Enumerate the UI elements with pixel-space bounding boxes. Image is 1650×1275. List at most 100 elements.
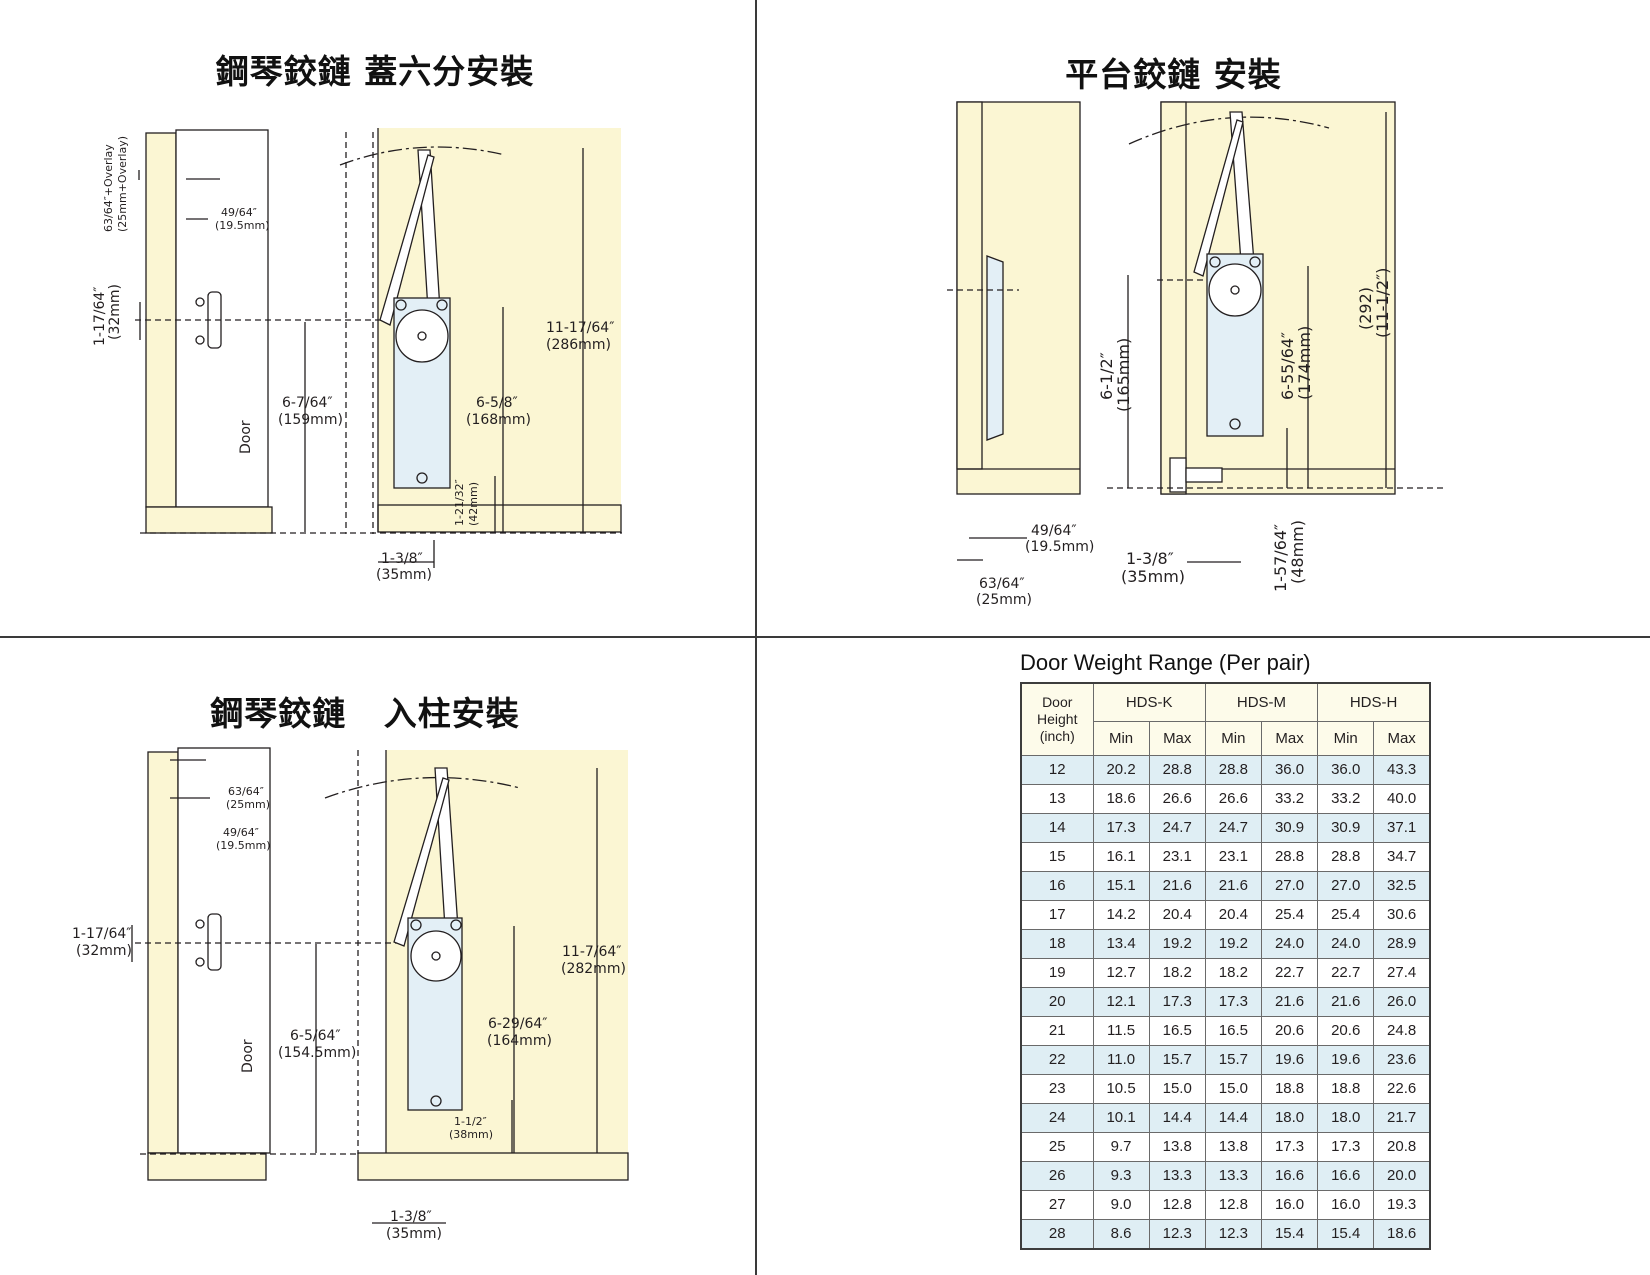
platform-offset-dim-line2: (19.5mm) <box>1025 539 1094 555</box>
platform-body-dim-line1: 6-55/64″ <box>1278 332 1297 400</box>
weight-cell: 12.1 <box>1092 986 1150 1017</box>
weight-cell: 14.4 <box>1148 1102 1206 1133</box>
weight-cell: 40.0 <box>1373 783 1431 814</box>
weight-cell: 23.1 <box>1204 841 1262 872</box>
weight-cell: 16.6 <box>1317 1160 1375 1191</box>
weight-cell: 32.5 <box>1373 870 1431 901</box>
overlay-door-label: Door <box>238 420 254 454</box>
weight-cell: 18.0 <box>1260 1102 1319 1133</box>
door-height-cell: 27 <box>1020 1189 1094 1220</box>
weight-cell: 14.4 <box>1204 1102 1262 1133</box>
weight-cell: 15.1 <box>1092 870 1150 901</box>
weight-cell: 15.7 <box>1148 1044 1206 1075</box>
max-header: Max <box>1260 720 1319 756</box>
inset-mount-dim-line1: 6-5/64″ <box>290 1028 341 1044</box>
weight-cell: 18.8 <box>1317 1073 1375 1104</box>
overlay-installation-panel: 鋼琴鉸鏈 蓋六分安裝 <box>0 0 755 636</box>
weight-cell: 30.6 <box>1373 899 1431 930</box>
weight-cell: 9.3 <box>1092 1160 1150 1191</box>
weight-cell: 19.3 <box>1373 1189 1431 1220</box>
platform-installation-title: 平台鉸鏈 安裝 <box>1065 55 1282 94</box>
weight-cell: 20.0 <box>1373 1160 1431 1191</box>
inset-thickness-dim-line2: (25mm) <box>226 798 270 811</box>
weight-cell: 28.8 <box>1148 754 1206 785</box>
overlay-installation-drawing: 49/64″ (19.5mm) 6-7/64″ (159mm) 6-5/8″ (… <box>92 128 622 583</box>
weight-cell: 13.4 <box>1092 928 1150 959</box>
inset-hole-dim-line2: (32mm) <box>76 943 132 959</box>
door-height-cell: 12 <box>1020 754 1094 785</box>
model-header: HDS-K <box>1092 682 1206 722</box>
weight-cell: 22.6 <box>1373 1073 1431 1104</box>
weight-cell: 20.2 <box>1092 754 1150 785</box>
min-header: Min <box>1092 720 1150 756</box>
platform-body-dim-line2: (174mm) <box>1295 326 1314 400</box>
weight-cell: 17.3 <box>1148 986 1206 1017</box>
door-height-cell: 28 <box>1020 1218 1094 1249</box>
weight-cell: 9.0 <box>1092 1189 1150 1220</box>
overlay-depth-dim-line1: 1-3/8″ <box>381 551 423 567</box>
weight-cell: 21.6 <box>1148 870 1206 901</box>
weight-cell: 17.3 <box>1317 1131 1375 1162</box>
weight-cell: 17.3 <box>1204 986 1262 1017</box>
inset-installation-panel: 鋼琴鉸鏈 入柱安裝 <box>0 638 755 1275</box>
door-height-cell: 22 <box>1020 1044 1094 1075</box>
door-height-cell: 24 <box>1020 1102 1094 1133</box>
weight-cell: 28.8 <box>1317 841 1375 872</box>
min-header: Min <box>1204 720 1262 756</box>
weight-cell: 30.9 <box>1260 812 1319 843</box>
weight-cell: 13.8 <box>1204 1131 1262 1162</box>
weight-cell: 20.4 <box>1204 899 1262 930</box>
inset-mount-dim-line2: (154.5mm) <box>278 1045 356 1061</box>
weight-cell: 30.9 <box>1317 812 1375 843</box>
weight-cell: 10.5 <box>1092 1073 1150 1104</box>
weight-cell: 36.0 <box>1260 754 1319 785</box>
weight-cell: 37.1 <box>1373 812 1431 843</box>
door-height-header-line3: (inch) <box>1039 727 1075 744</box>
weight-cell: 8.6 <box>1092 1218 1150 1249</box>
weight-cell: 26.6 <box>1204 783 1262 814</box>
weight-cell: 27.0 <box>1260 870 1319 901</box>
weight-cell: 19.2 <box>1148 928 1206 959</box>
weight-cell: 16.5 <box>1148 1015 1206 1046</box>
weight-cell: 27.0 <box>1317 870 1375 901</box>
weight-cell: 24.0 <box>1260 928 1319 959</box>
door-height-cell: 26 <box>1020 1160 1094 1191</box>
weight-cell: 21.6 <box>1260 986 1319 1017</box>
door-height-cell: 20 <box>1020 986 1094 1017</box>
weight-cell: 23.1 <box>1148 841 1206 872</box>
door-height-cell: 13 <box>1020 783 1094 814</box>
platform-bottom-dim-line1: 1-57/64″ <box>1271 524 1290 592</box>
inset-installation-drawing: 63/64″ (25mm) 49/64″ (19.5mm) 1-17/64″ (… <box>72 747 629 1242</box>
inset-offset-dim-line1: 49/64″ <box>223 826 259 839</box>
inset-offset-dim-line2: (19.5mm) <box>216 839 271 852</box>
weight-cell: 15.4 <box>1317 1218 1375 1249</box>
weight-cell: 16.1 <box>1092 841 1150 872</box>
overlay-body-dim-line1: 6-5/8″ <box>476 395 518 411</box>
weight-cell: 18.2 <box>1148 957 1206 988</box>
weight-cell: 18.2 <box>1204 957 1262 988</box>
platform-mount-dim-line1: 6-1/2″ <box>1097 352 1116 400</box>
weight-cell: 16.0 <box>1260 1189 1319 1220</box>
weight-cell: 34.7 <box>1373 841 1431 872</box>
weight-cell: 16.5 <box>1204 1015 1262 1046</box>
overlay-installation-title: 鋼琴鉸鏈 蓋六分安裝 <box>215 52 535 91</box>
weight-cell: 21.6 <box>1204 870 1262 901</box>
weight-cell: 12.8 <box>1204 1189 1262 1220</box>
inset-total-dim-line2: (282mm) <box>561 961 626 977</box>
weight-cell: 22.7 <box>1260 957 1319 988</box>
weight-cell: 18.6 <box>1092 783 1150 814</box>
weight-cell: 11.5 <box>1092 1015 1150 1046</box>
inset-hole-dim-line1: 1-17/64″ <box>72 926 132 942</box>
door-height-header-line2: Height <box>1037 710 1078 727</box>
weight-cell: 17.3 <box>1260 1131 1319 1162</box>
weight-cell: 20.4 <box>1148 899 1206 930</box>
overlay-mount-dim-line2: (159mm) <box>278 412 343 428</box>
